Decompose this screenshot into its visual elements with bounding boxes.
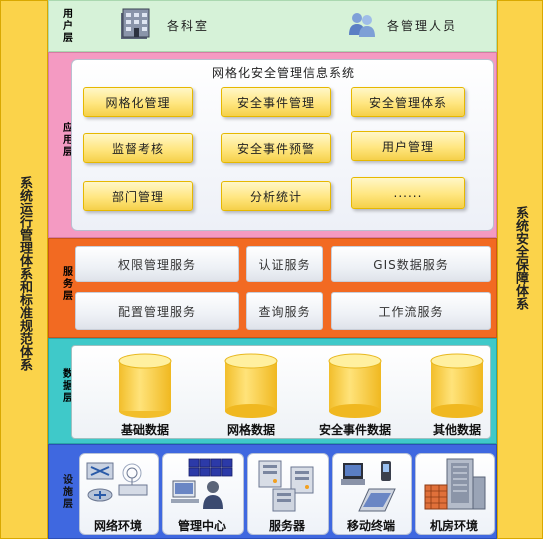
mobile-terminal-icon xyxy=(341,461,396,512)
service-authentication: 认证服务 xyxy=(246,246,323,282)
infra-label-server: 服务器 xyxy=(268,519,305,533)
database-label-other: 其他数据 xyxy=(432,423,481,437)
database-cylinder-grid xyxy=(224,353,278,418)
people-icon xyxy=(349,13,375,37)
building-icon xyxy=(121,8,150,39)
module-security-event-warning: 安全事件预警 xyxy=(221,133,331,163)
database-label-basic: 基础数据 xyxy=(120,423,169,437)
infra-label-mobile: 移动终端 xyxy=(346,519,395,533)
module-analysis-statistics: 分析统计 xyxy=(221,181,331,211)
module-more: ...... xyxy=(351,177,465,209)
app-layer-label: 应用层 xyxy=(63,123,73,158)
database-cylinder-security-event xyxy=(328,353,382,418)
service-query: 查询服务 xyxy=(246,292,323,330)
right-side-panel: 系统安全保障体系 xyxy=(497,0,543,539)
left-side-panel: 系统运行管理体系和标准规范体系 xyxy=(0,0,48,539)
server-icon xyxy=(258,460,314,512)
service-layer-label: 服务层 xyxy=(63,267,73,302)
app-system-title: 网格化安全管理信息系统 xyxy=(211,66,355,80)
data-layer-label: 数据层 xyxy=(63,369,73,404)
network-icon xyxy=(86,462,148,502)
infra-layer-label: 设施层 xyxy=(63,475,73,510)
service-permission: 权限管理服务 xyxy=(75,246,239,282)
module-user-management: 用户管理 xyxy=(351,131,465,161)
user-item-managers: 各管理人员 xyxy=(387,19,458,33)
left-side-title: 系统运行管理体系和标准规范体系 xyxy=(17,176,32,371)
module-security-event-management: 安全事件管理 xyxy=(221,87,331,117)
monitor-wall-icon xyxy=(171,458,233,509)
database-label-security-event: 安全事件数据 xyxy=(318,423,391,437)
user-layer: 用户层 各科室 各管理人员 xyxy=(48,0,497,52)
infra-layer: 设施层 xyxy=(48,444,497,539)
infra-label-machine-room: 机房环境 xyxy=(429,519,478,533)
infra-label-management-center: 管理中心 xyxy=(177,519,226,533)
module-grid-management: 网格化管理 xyxy=(83,87,193,117)
user-layer-label: 用户层 xyxy=(63,9,73,44)
service-config-management: 配置管理服务 xyxy=(75,292,239,330)
data-layer: 数据层 基础数据 网格数据 安全事件数据 其他数据 xyxy=(48,338,497,444)
infra-label-network: 网络环境 xyxy=(93,519,142,533)
user-item-departments: 各科室 xyxy=(167,19,210,33)
module-department-management: 部门管理 xyxy=(83,181,193,211)
database-cylinder-other xyxy=(430,353,484,418)
module-security-management-system: 安全管理体系 xyxy=(351,87,465,117)
module-supervision-assessment: 监督考核 xyxy=(83,133,193,163)
app-layer: 应用层 网格化安全管理信息系统 网格化管理 安全事件管理 安全管理体系 监督考核… xyxy=(48,52,497,238)
database-label-grid: 网格数据 xyxy=(226,423,275,437)
right-side-title: 系统安全保障体系 xyxy=(513,206,528,310)
service-layer: 服务层 权限管理服务 认证服务 GIS数据服务 配置管理服务 查询服务 工作流服… xyxy=(48,238,497,338)
machine-room-icon xyxy=(424,458,486,510)
database-cylinder-basic xyxy=(118,353,172,418)
service-workflow: 工作流服务 xyxy=(331,292,491,330)
service-gis-data: GIS数据服务 xyxy=(331,246,491,282)
